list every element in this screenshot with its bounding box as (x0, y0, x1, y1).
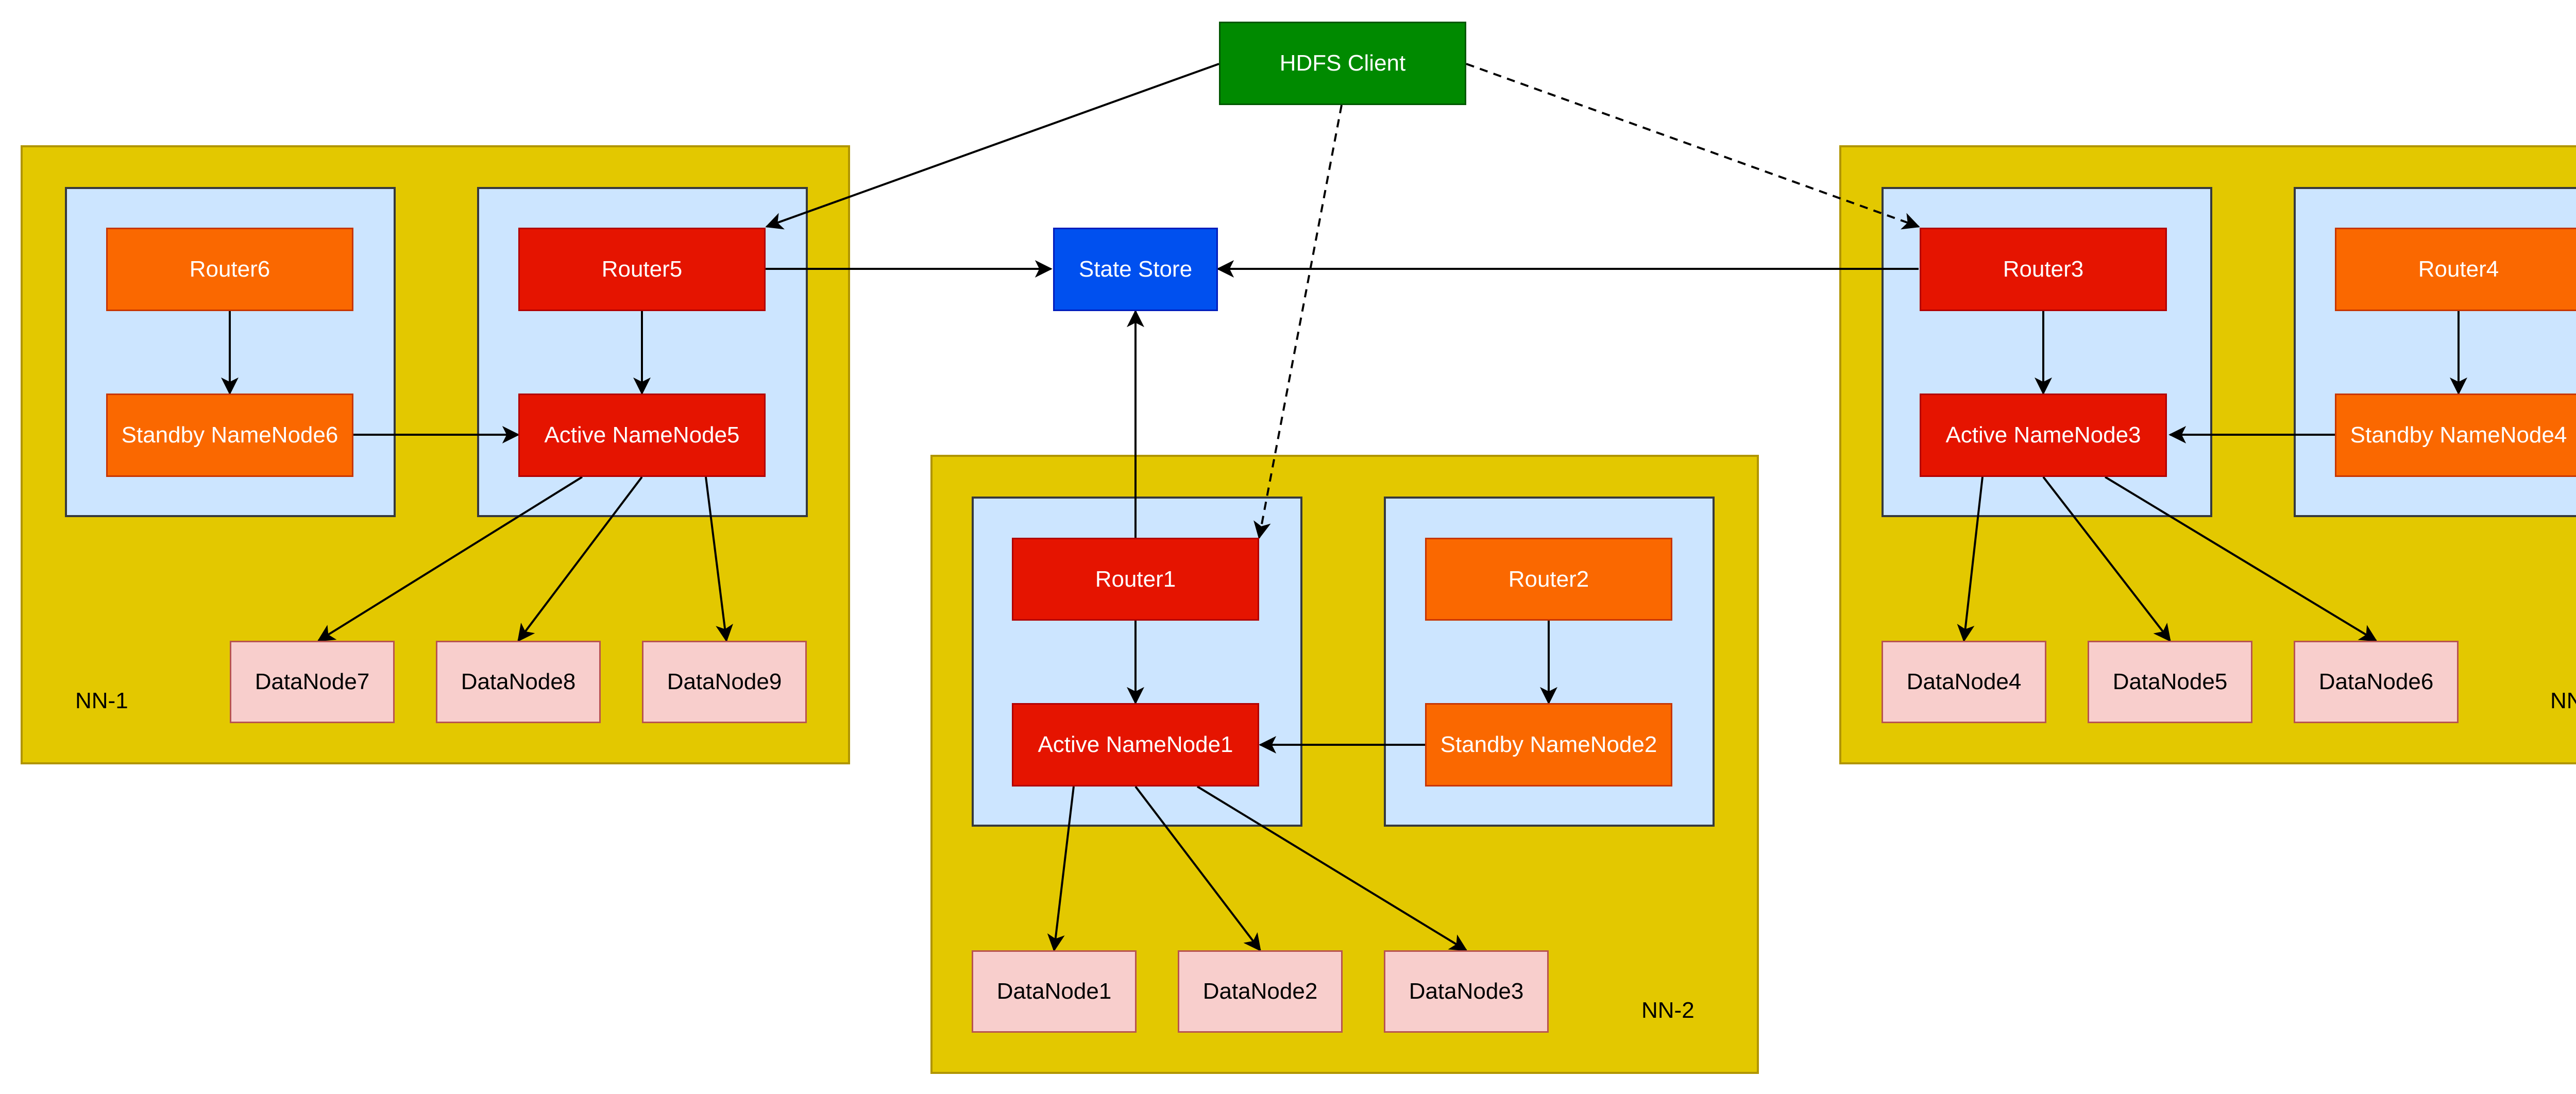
standby-namenode6-node[interactable]: Standby NameNode6 (106, 394, 353, 477)
edge-active3-datanode6 (2104, 476, 2378, 642)
edge-client-router1 (1253, 105, 1343, 539)
router1-node[interactable]: Router1 (1012, 538, 1259, 621)
router5-node[interactable]: Router5 (518, 228, 766, 311)
edge-active3-datanode5 (2042, 476, 2171, 642)
datanode1-node[interactable]: DataNode1 (972, 950, 1137, 1033)
hdfs-client-node[interactable]: HDFS Client (1219, 22, 1466, 105)
datanode2-node[interactable]: DataNode2 (1178, 950, 1343, 1033)
edge-active1-datanode3 (1196, 785, 1468, 951)
datanode5-node[interactable]: DataNode5 (2088, 641, 2252, 723)
cluster-label-nn-3: NN-3 (2550, 688, 2576, 713)
edge-active5-datanode8 (517, 476, 643, 642)
edge-client-router3 (1466, 63, 1920, 230)
datanode4-node[interactable]: DataNode4 (1882, 641, 2046, 723)
cluster-label-nn-1: NN-1 (75, 688, 128, 713)
standby-namenode4-node[interactable]: Standby NameNode4 (2335, 394, 2576, 477)
standby-namenode2-node[interactable]: Standby NameNode2 (1425, 703, 1672, 787)
datanode3-node[interactable]: DataNode3 (1384, 950, 1549, 1033)
active-namenode3-node[interactable]: Active NameNode3 (1920, 394, 2167, 477)
edge-active1-datanode1 (1047, 786, 1075, 952)
datanode7-node[interactable]: DataNode7 (230, 641, 395, 723)
edge-active5-datanode9 (705, 476, 733, 642)
cluster-label-nn-2: NN-2 (1641, 998, 1694, 1023)
active-namenode1-node[interactable]: Active NameNode1 (1012, 703, 1259, 787)
datanode9-node[interactable]: DataNode9 (642, 641, 807, 723)
datanode6-node[interactable]: DataNode6 (2294, 641, 2459, 723)
edge-active5-datanode7 (317, 476, 583, 642)
datanode8-node[interactable]: DataNode8 (436, 641, 601, 723)
edge-active3-datanode4 (1957, 476, 1984, 642)
router2-node[interactable]: Router2 (1425, 538, 1672, 621)
edge-client-router5 (765, 63, 1219, 230)
state-store-node[interactable]: State Store (1053, 228, 1218, 311)
edge-active1-datanode2 (1134, 785, 1261, 952)
router3-node[interactable]: Router3 (1920, 228, 2167, 311)
router4-node[interactable]: Router4 (2335, 228, 2576, 311)
active-namenode5-node[interactable]: Active NameNode5 (518, 394, 766, 477)
router6-node[interactable]: Router6 (106, 228, 353, 311)
